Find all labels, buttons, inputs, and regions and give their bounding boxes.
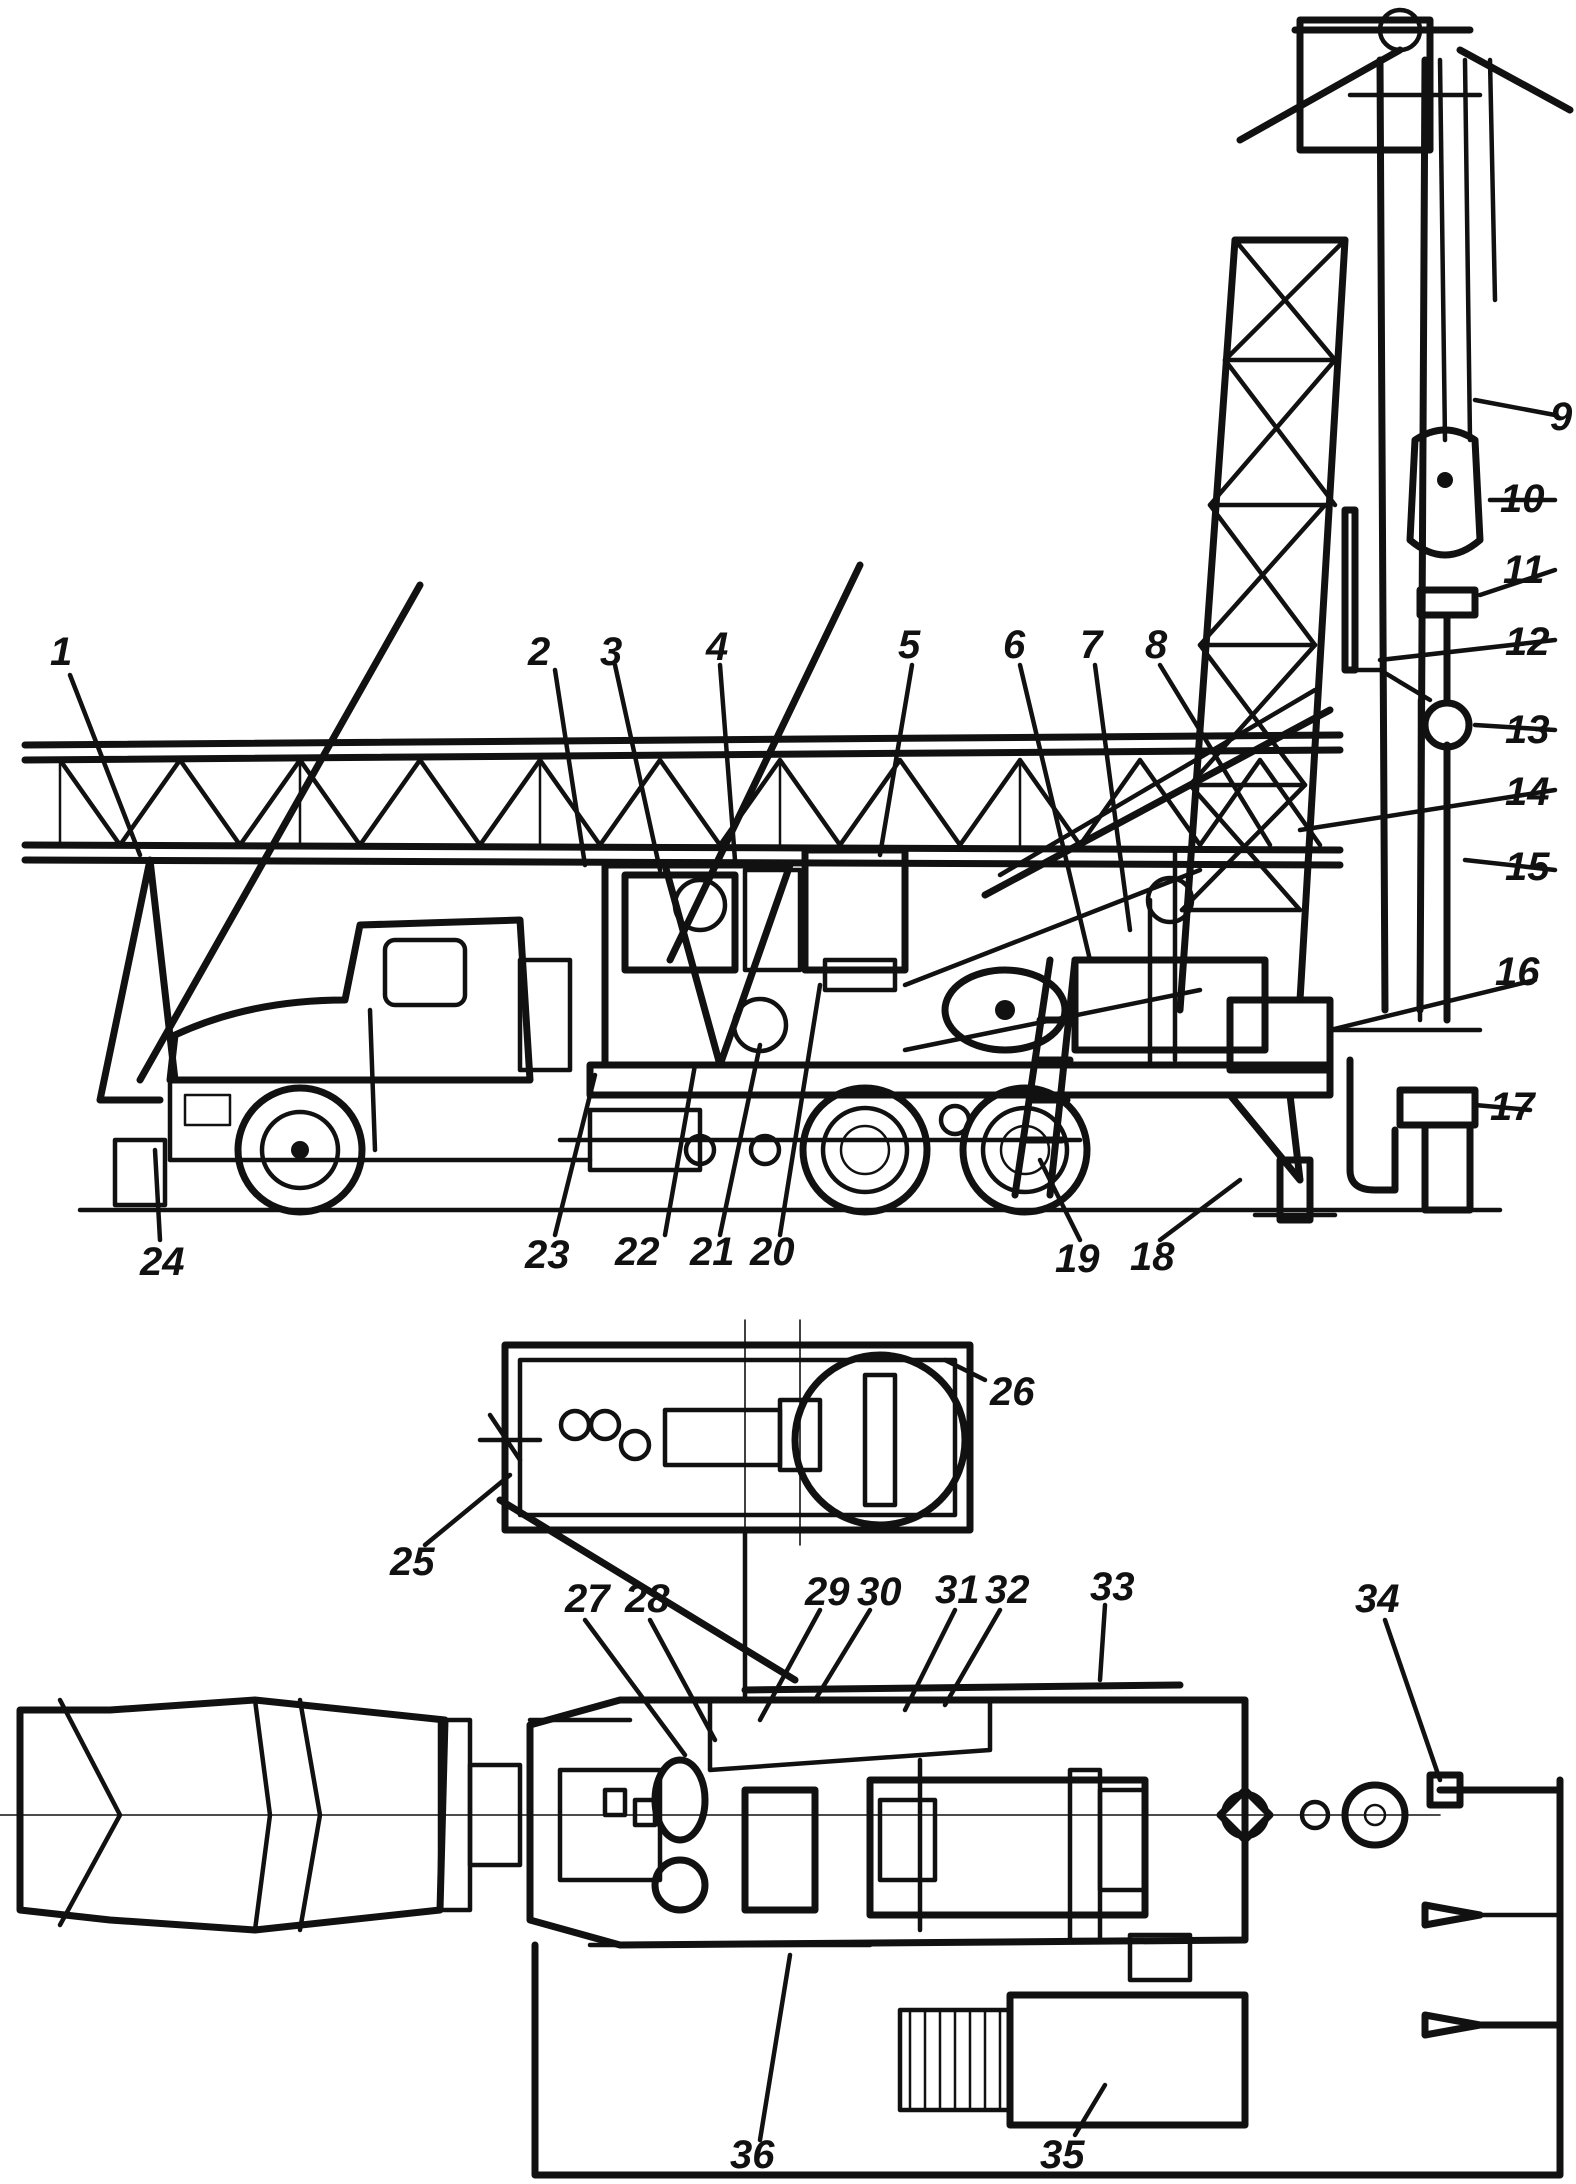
plan-view [0,1319,1564,2179]
callout-19: 19 [1055,1237,1100,1281]
callout-32: 32 [985,1568,1030,1612]
pump-unit-plan [477,1319,974,1546]
callout-9: 9 [1550,395,1573,439]
callout-3: 3 [600,630,622,674]
callout-27: 27 [564,1577,611,1621]
travelling-block [1406,426,1484,559]
callout-28: 28 [624,1577,670,1621]
mud-hose [1346,1056,1399,1194]
leader-lines [67,397,1558,2143]
callout-16: 16 [1495,950,1540,994]
rear-jack [1276,1156,1314,1224]
callout-18: 18 [1130,1235,1175,1279]
callout-22: 22 [614,1230,660,1274]
mast-base [1226,996,1334,1074]
guy-line-left [136,581,424,1084]
anchors-plan [1421,1771,1564,2039]
callout-14: 14 [1505,770,1550,814]
truck-cab [166,916,593,1163]
guy-line-middle [666,561,864,964]
side-elevation-view [21,7,1574,1224]
hoisting-system [1341,57,1498,1024]
callout-35: 35 [1040,2133,1085,2177]
callout-labels: 1 2 3 4 5 6 7 8 9 10 11 12 13 14 15 16 1… [50,395,1573,2177]
callout-17: 17 [1490,1085,1536,1129]
callout-21: 21 [689,1230,735,1274]
callout-30: 30 [857,1570,902,1614]
callout-29: 29 [804,1570,850,1614]
wheels [234,1084,1091,1216]
swivel [1421,699,1473,751]
boom-rail-plan [741,1681,1184,1694]
callout-20: 20 [749,1230,795,1274]
rotary-table [1327,1027,1483,1214]
engine-block [621,867,803,1054]
callout-11: 11 [1503,548,1545,592]
callout-4: 4 [705,625,728,669]
callout-8: 8 [1145,623,1168,667]
callout-25: 25 [389,1540,435,1584]
truck-cab-plan [0,1696,1441,1934]
callout-33: 33 [1090,1565,1135,1609]
callout-31: 31 [935,1568,980,1612]
main-platform-plan [526,1696,1564,2179]
front-jack-pad [112,1137,168,1208]
callout-13: 13 [1505,708,1550,752]
callout-2: 2 [527,630,550,674]
horizontal-lattice-boom [21,731,1344,869]
callout-15: 15 [1505,845,1550,889]
tank-unit [801,846,909,974]
callout-26: 26 [989,1370,1035,1414]
callout-7: 7 [1080,623,1104,667]
callout-10: 10 [1500,477,1545,521]
winch-frame [1071,847,1269,1068]
callout-5: 5 [898,623,921,667]
callout-24: 24 [139,1240,185,1284]
callout-34: 34 [1355,1577,1400,1621]
walkway-grating [897,1991,1249,2129]
rear-a-frame [601,861,794,1069]
callout-6: 6 [1003,623,1026,667]
vertical-mast [1176,236,1349,1014]
rear-outrigger [1226,1091,1304,1184]
callout-23: 23 [524,1233,570,1277]
crown-block [1296,16,1434,154]
chassis-frame [557,1061,1334,1173]
callout-12: 12 [1505,620,1550,664]
callout-1: 1 [50,630,72,674]
hook [1416,586,1479,619]
callout-36: 36 [730,2133,775,2177]
ladder [1011,956,1079,1199]
front-support-leg [96,856,179,1104]
rotary-plan [1216,1781,1409,1849]
